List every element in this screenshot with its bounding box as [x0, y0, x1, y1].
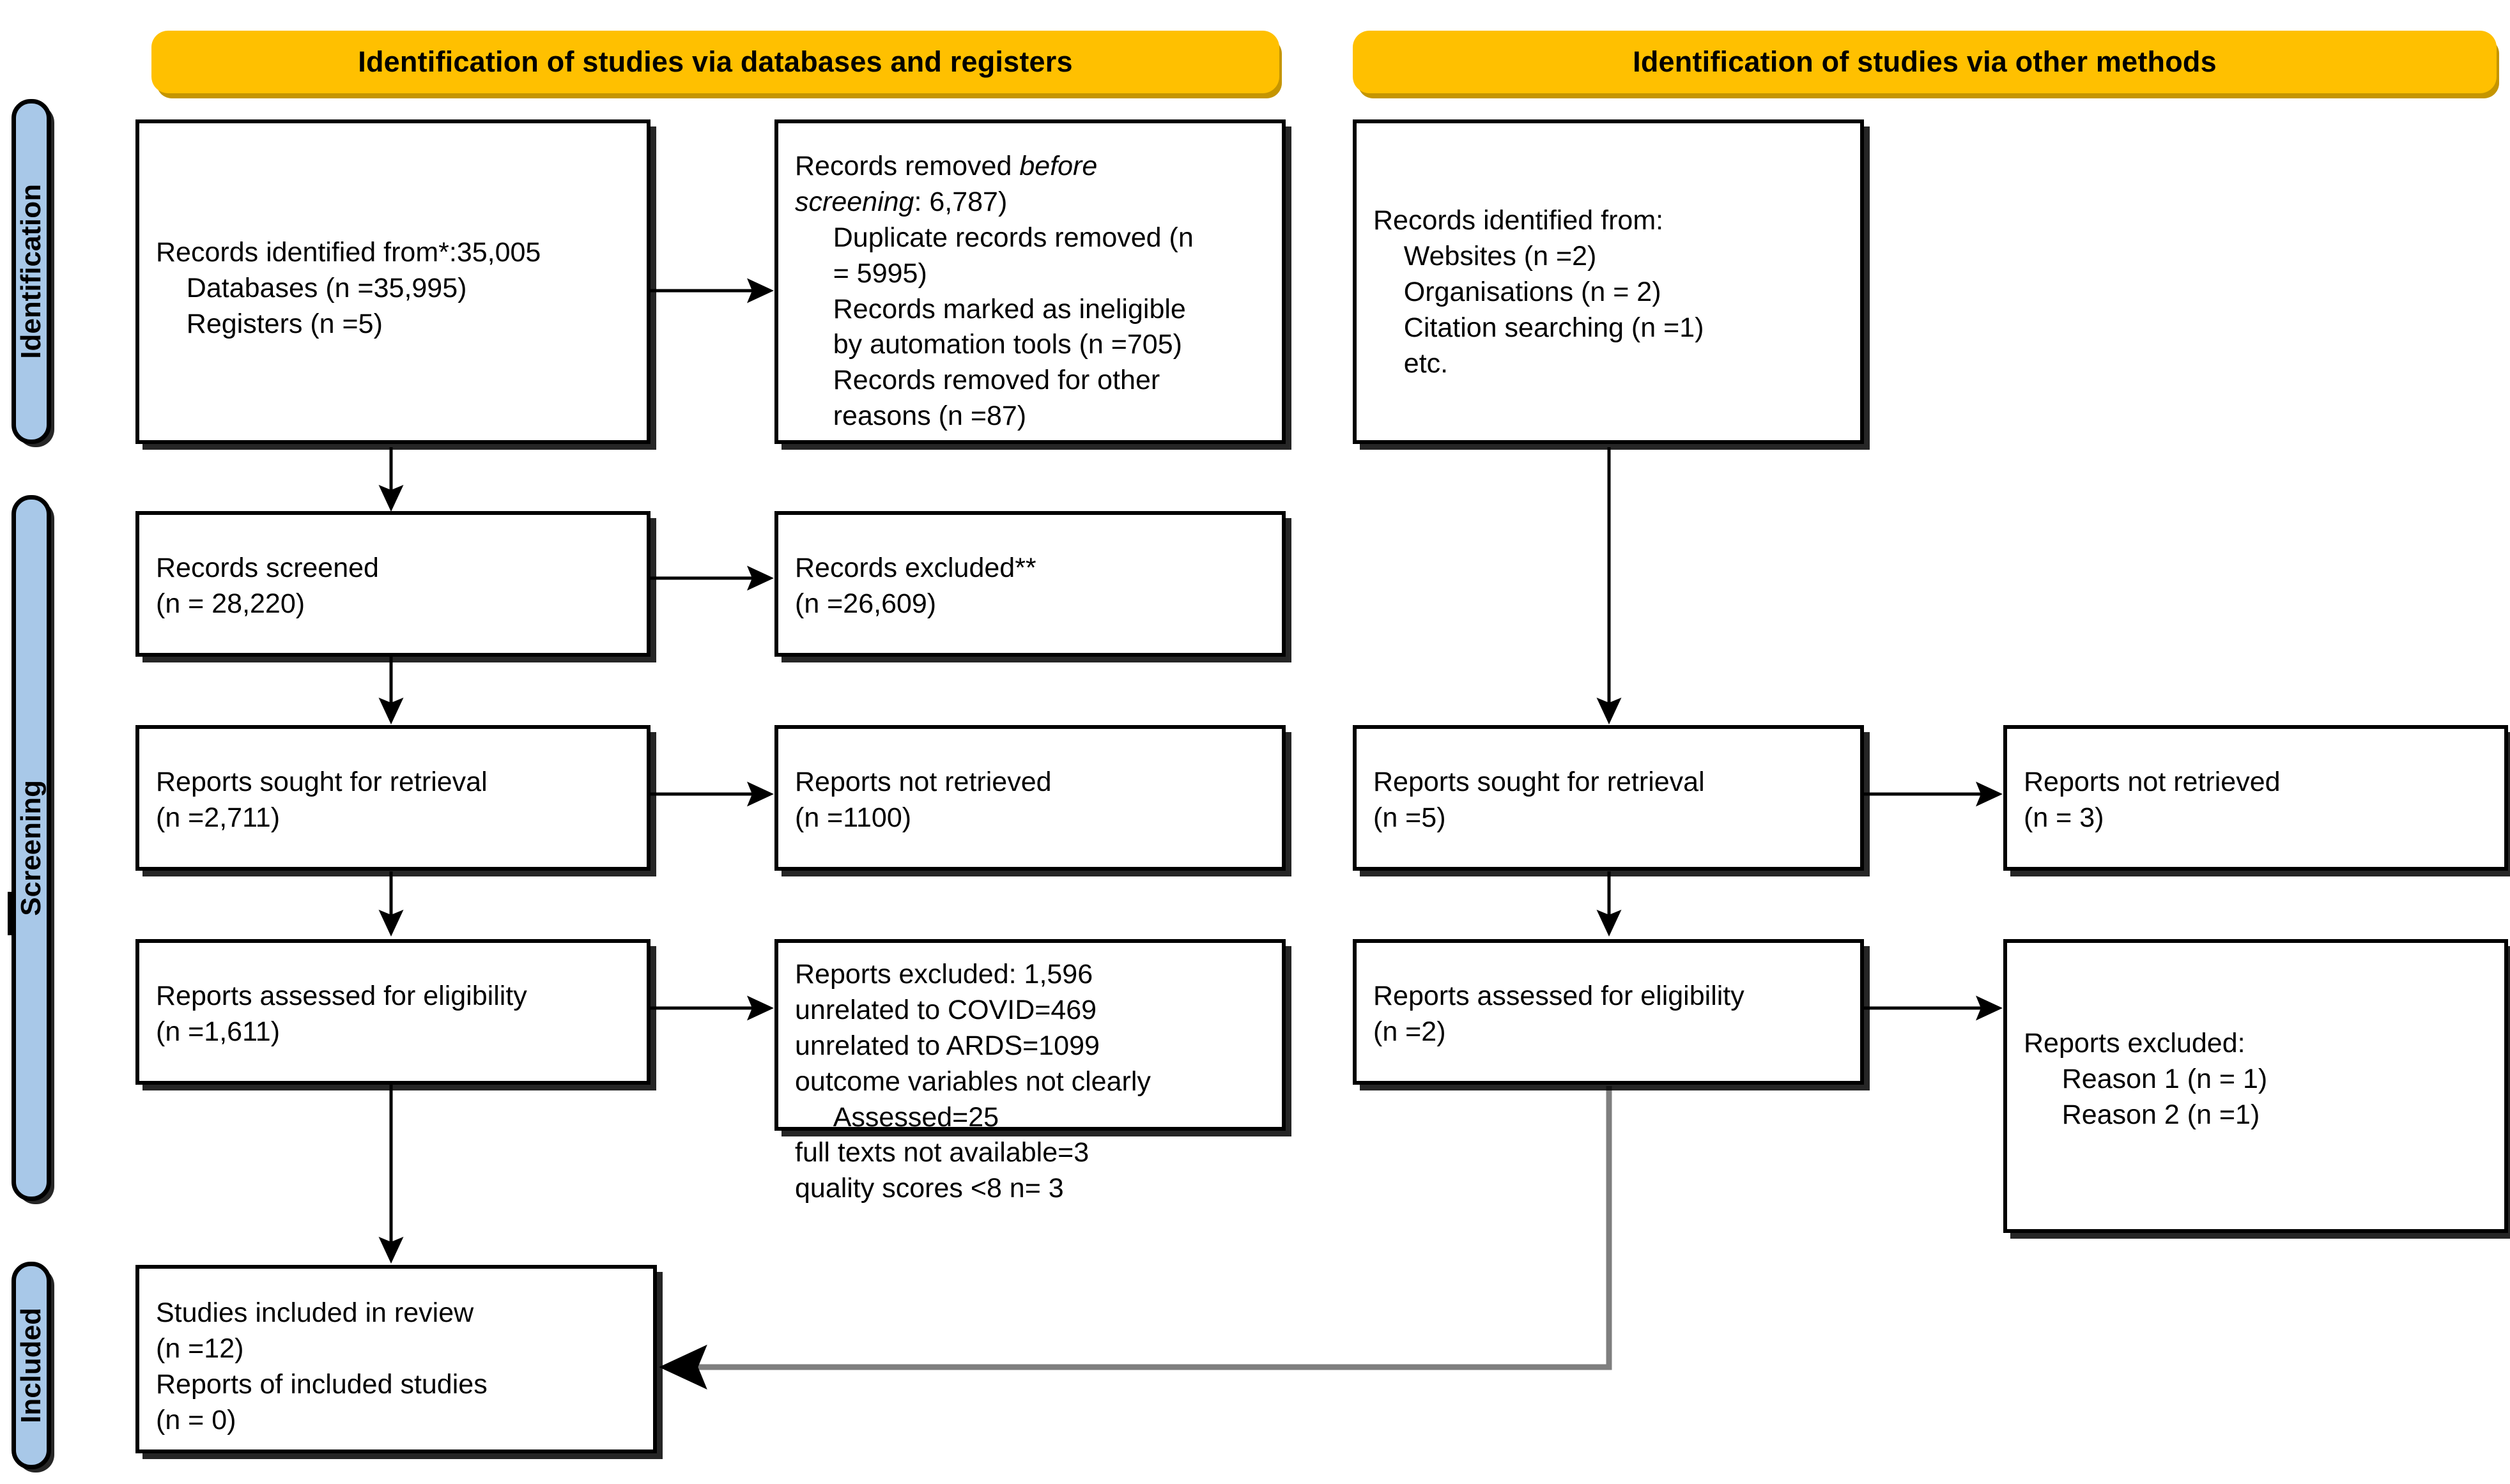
header-other-methods-label: Identification of studies via other meth… [1633, 45, 2217, 78]
box-reports-not-retrieved-right: Reports not retrieved (n = 3) [2003, 725, 2508, 871]
box-reports-excluded-right-text: Reports excluded: Reason 1 (n = 1) Reaso… [2024, 1028, 2268, 1130]
box-reports-assessed-eligibility-right: Reports assessed for eligibility (n =2) [1353, 939, 1864, 1085]
sidebar-stage-screening: Screening [12, 495, 51, 1201]
sidebar-stage-identification-label: Identification [15, 184, 47, 359]
box-reports-sought-retrieval-right-text: Reports sought for retrieval (n =5) [1373, 767, 1705, 833]
sidebar-stage-included: Included [12, 1262, 51, 1469]
box-records-screened-text: Records screened (n = 28,220) [156, 553, 379, 619]
margin-tick-mark [8, 892, 12, 935]
sidebar-stage-identification: Identification [12, 99, 51, 444]
box-records-excluded: Records excluded** (n =26,609) [774, 511, 1286, 657]
box-reports-not-retrieved-left: Reports not retrieved (n =1100) [774, 725, 1286, 871]
header-other-methods: Identification of studies via other meth… [1353, 31, 2497, 93]
box-reports-not-retrieved-left-text: Reports not retrieved (n =1100) [795, 767, 1052, 833]
box-studies-included-in-review: Studies included in review (n =12) Repor… [135, 1265, 657, 1453]
box-records-identified-other: Records identified from: Websites (n =2)… [1353, 119, 1864, 444]
box-reports-excluded-left-text: Reports excluded: 1,596 unrelated to COV… [795, 959, 1151, 1204]
box-records-removed-before-screening-text: Records removed before screening: 6,787)… [795, 151, 1194, 432]
box-records-excluded-text: Records excluded** (n =26,609) [795, 553, 1036, 619]
header-databases-registers-label: Identification of studies via databases … [358, 45, 1073, 78]
box-reports-excluded-right: Reports excluded: Reason 1 (n = 1) Reaso… [2003, 939, 2508, 1233]
box-reports-assessed-eligibility-right-text: Reports assessed for eligibility (n =2) [1373, 981, 1744, 1047]
box-records-screened: Records screened (n = 28,220) [135, 511, 651, 657]
box-records-identified-other-text: Records identified from: Websites (n =2)… [1373, 205, 1704, 379]
box-records-identified-databases-text: Records identified from*:35,005 Database… [156, 237, 541, 339]
box-records-identified-databases: Records identified from*:35,005 Database… [135, 119, 651, 444]
box-reports-sought-retrieval-right: Reports sought for retrieval (n =5) [1353, 725, 1864, 871]
box-records-removed-before-screening: Records removed before screening: 6,787)… [774, 119, 1286, 444]
box-reports-assessed-eligibility-left: Reports assessed for eligibility (n =1,6… [135, 939, 651, 1085]
box-reports-not-retrieved-right-text: Reports not retrieved (n = 3) [2024, 767, 2281, 833]
sidebar-stage-included-label: Included [15, 1308, 47, 1423]
box-reports-excluded-left: Reports excluded: 1,596 unrelated to COV… [774, 939, 1286, 1204]
box-reports-sought-retrieval-left-text: Reports sought for retrieval (n =2,711) [156, 767, 488, 833]
box-reports-assessed-eligibility-left-text: Reports assessed for eligibility (n =1,6… [156, 981, 527, 1047]
box-studies-included-in-review-text: Studies included in review (n =12) Repor… [156, 1297, 488, 1435]
sidebar-stage-screening-label: Screening [15, 780, 47, 916]
box-reports-sought-retrieval-left: Reports sought for retrieval (n =2,711) [135, 725, 651, 871]
header-databases-registers: Identification of studies via databases … [151, 31, 1279, 93]
